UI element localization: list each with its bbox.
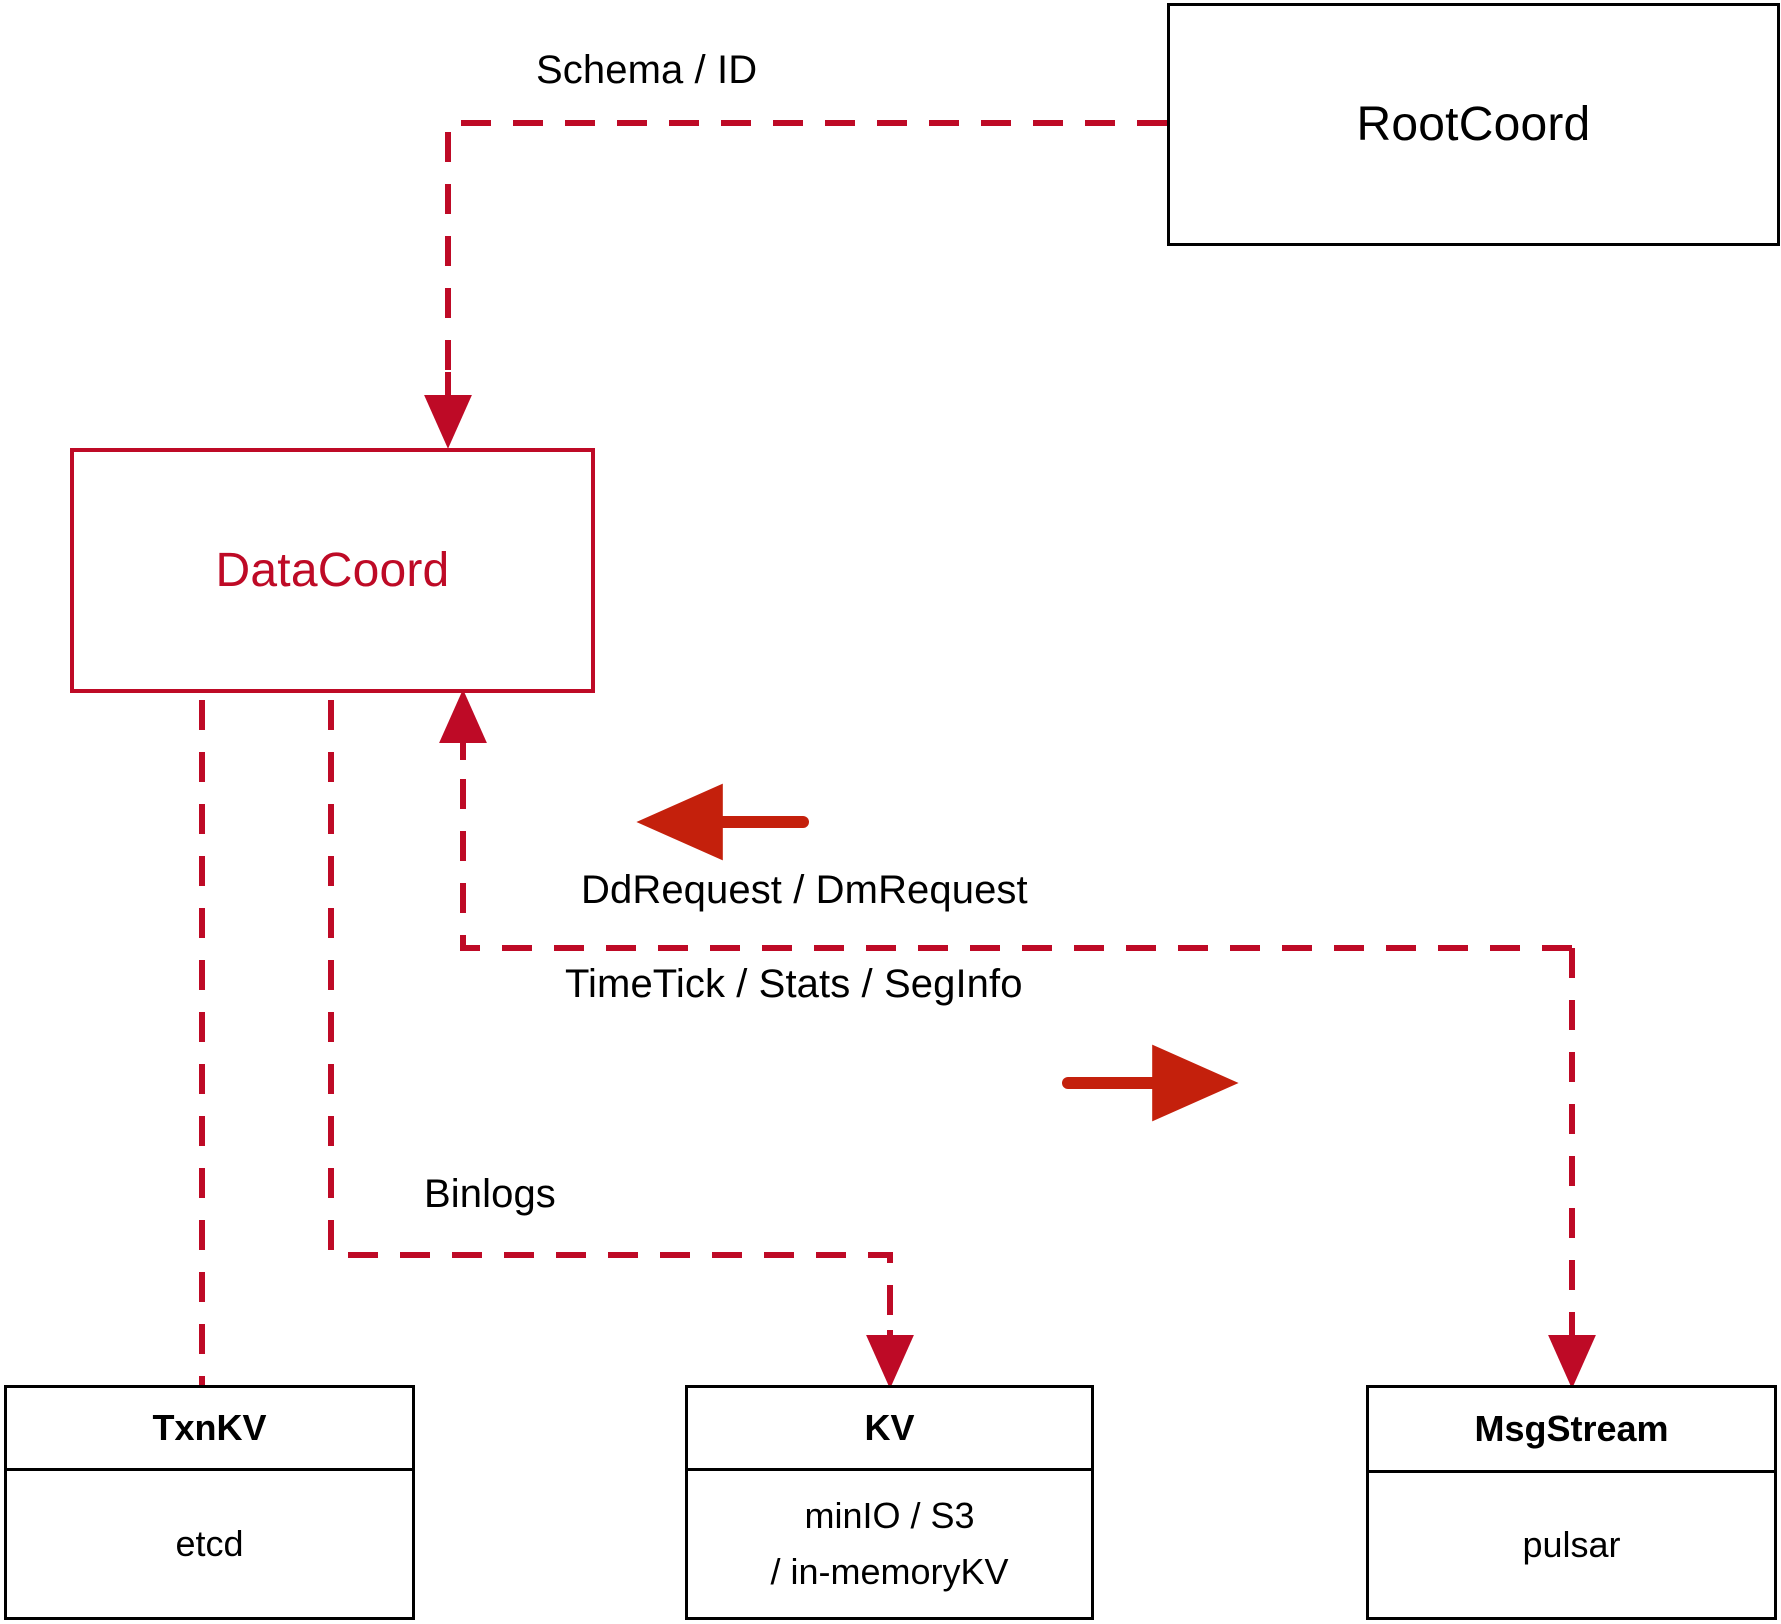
node-kv-body: minIO / S3 / in-memoryKV xyxy=(688,1471,1091,1617)
node-rootcoord[interactable]: RootCoord xyxy=(1167,3,1780,246)
node-txnkv-body: etcd xyxy=(7,1471,412,1617)
connector-rootcoord-to-datacoord xyxy=(424,120,1167,449)
connector-datacoord-to-kv xyxy=(328,700,914,1389)
node-kv-body-line-1: minIO / S3 xyxy=(804,1495,975,1537)
connector-msgstream-to-datacoord xyxy=(439,689,1572,951)
node-txnkv-body-line-1: etcd xyxy=(175,1523,244,1565)
node-txnkv-title: TxnKV xyxy=(7,1388,412,1471)
edge-label-ddrequest-dmrequest: DdRequest / DmRequest xyxy=(581,868,1028,912)
node-msgstream-body: pulsar xyxy=(1369,1473,1774,1617)
edge-label-binlogs: Binlogs xyxy=(424,1172,556,1216)
node-txnkv[interactable]: TxnKV etcd xyxy=(4,1385,415,1620)
node-msgstream-title: MsgStream xyxy=(1369,1388,1774,1473)
edge-label-timetick-stats-seginfo: TimeTick / Stats / SegInfo xyxy=(565,962,1023,1006)
edge-label-schema-id: Schema / ID xyxy=(536,48,758,92)
node-rootcoord-title: RootCoord xyxy=(1356,98,1591,151)
node-msgstream[interactable]: MsgStream pulsar xyxy=(1366,1385,1777,1620)
node-msgstream-body-line-1: pulsar xyxy=(1522,1524,1621,1566)
node-datacoord[interactable]: DataCoord xyxy=(70,448,595,693)
node-datacoord-title: DataCoord xyxy=(215,544,450,597)
node-kv-title: KV xyxy=(688,1388,1091,1471)
node-kv-body-line-2: / in-memoryKV xyxy=(770,1551,1009,1592)
node-kv[interactable]: KV minIO / S3 / in-memoryKV xyxy=(685,1385,1094,1620)
